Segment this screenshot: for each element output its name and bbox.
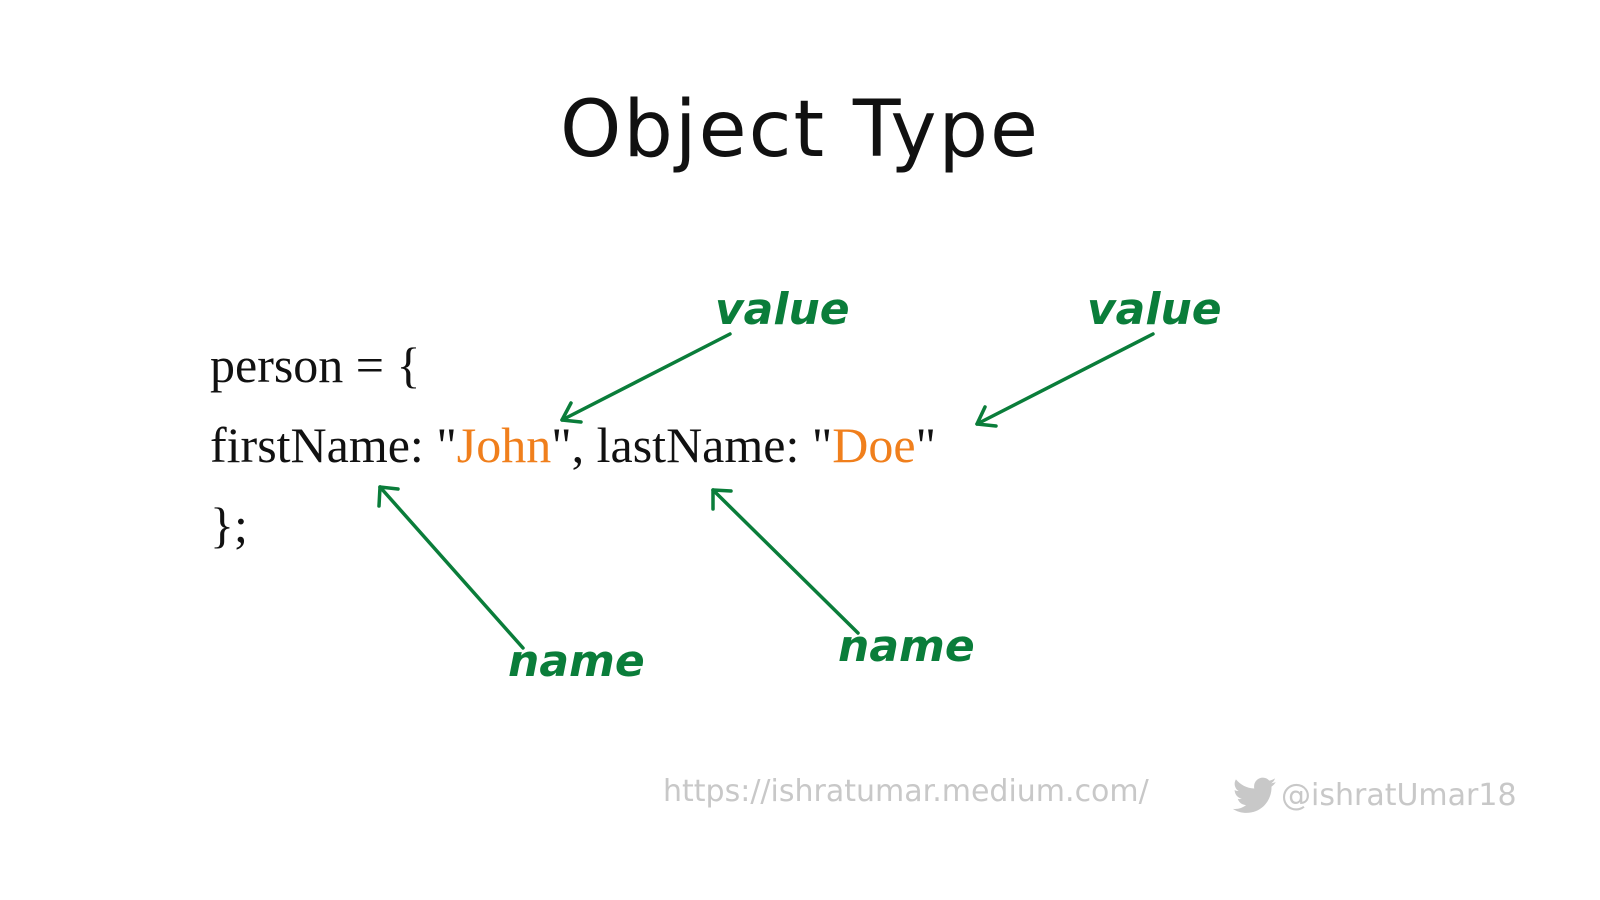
footer-url[interactable]: https://ishratumar.medium.com/ — [663, 774, 1149, 809]
value-label-doe: value — [1087, 284, 1222, 335]
quote-close-comma: ", — [551, 417, 597, 473]
page-title: Object Type — [560, 85, 1040, 175]
value-label-john: value — [715, 284, 850, 335]
code-line-person-open: person = { — [210, 337, 421, 393]
name-label-firstname: name — [508, 636, 645, 687]
arrow-to-doe-value — [975, 332, 1155, 428]
quote-open: " — [811, 417, 833, 473]
first-name-key: firstName: — [210, 417, 437, 473]
code-line-properties: firstName: "John", lastName: "Doe" — [210, 420, 936, 470]
name-label-lastname: name — [838, 621, 975, 672]
code-line-close: }; — [210, 497, 248, 553]
quote-close: " — [915, 417, 937, 473]
twitter-bird-icon — [1233, 777, 1277, 813]
twitter-handle-text: @ishratUmar18 — [1281, 778, 1517, 813]
arrow-to-john-value — [560, 332, 732, 424]
last-name-value: Doe — [832, 417, 916, 473]
arrow-to-lastname-key — [711, 488, 860, 635]
quote-open: " — [436, 417, 457, 473]
first-name-value: John — [456, 417, 552, 473]
last-name-key: lastName: — [596, 417, 812, 473]
footer-twitter-handle[interactable]: @ishratUmar18 — [1233, 777, 1517, 815]
arrow-to-firstname-key — [377, 485, 525, 650]
